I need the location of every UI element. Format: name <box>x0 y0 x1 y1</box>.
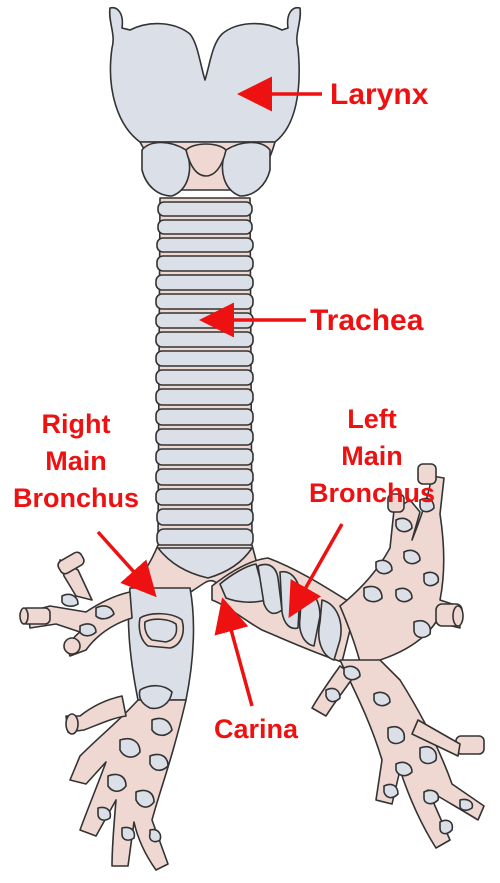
label-arrows <box>96 76 344 707</box>
anatomy-illustration <box>19 6 485 871</box>
right-lower-branches <box>65 684 187 871</box>
carina-label: Carina <box>214 714 299 744</box>
left-bronchus-label-line2: Main <box>341 441 403 471</box>
right-bronchus-arrow <box>96 530 157 598</box>
labels: Larynx Trachea Right Main Bronchus Left … <box>13 78 435 744</box>
larynx-label: Larynx <box>330 78 429 111</box>
right-bronchus-label-line2: Main <box>45 446 107 476</box>
carina-arrow <box>214 597 254 707</box>
left-bronchus-label-line3: Bronchus <box>309 478 435 508</box>
right-main-bronchus-shape <box>127 587 195 701</box>
trachea-label: Trachea <box>310 304 424 337</box>
right-bronchus-label-line1: Right <box>42 409 111 439</box>
right-upper-branches <box>19 551 133 657</box>
left-lower-branches <box>311 659 485 849</box>
left-main-bronchus-shape <box>211 557 357 663</box>
larynx-shape <box>108 6 302 197</box>
right-bronchus-label-line3: Bronchus <box>13 483 139 513</box>
left-bronchus-arrow <box>288 523 344 619</box>
trachea-rings <box>155 201 254 548</box>
left-bronchus-label-line1: Left <box>347 404 397 434</box>
